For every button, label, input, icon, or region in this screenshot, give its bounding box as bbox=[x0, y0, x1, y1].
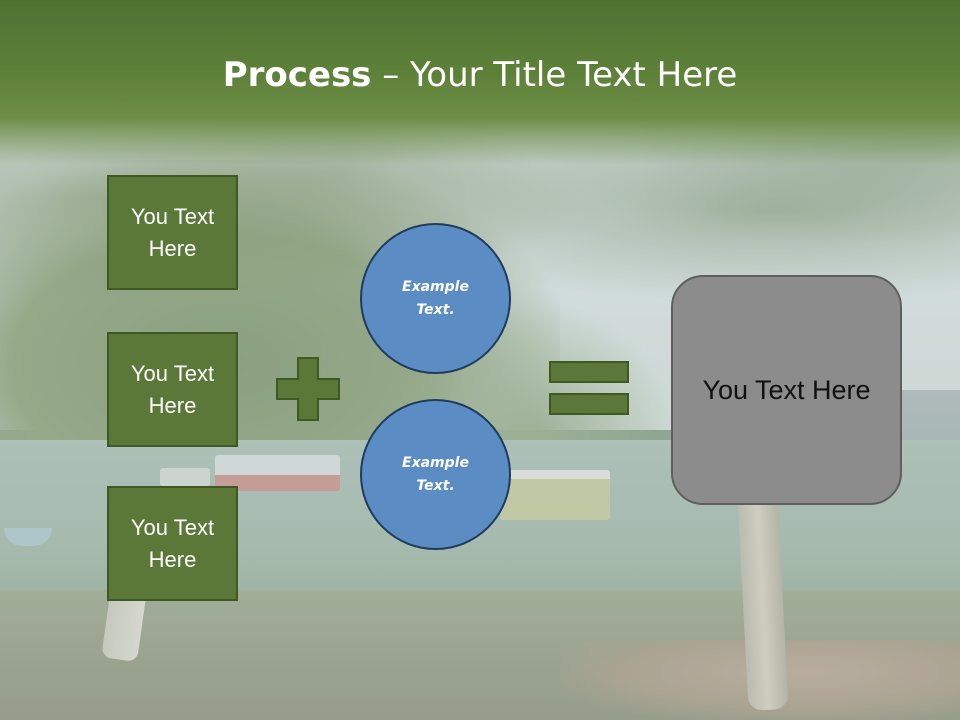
boat bbox=[160, 468, 210, 486]
title-band bbox=[0, 0, 960, 165]
text-box-3[interactable]: You Text Here bbox=[107, 486, 238, 601]
equals-icon[interactable] bbox=[549, 361, 629, 415]
title-rest-part: – Your Title Text Here bbox=[371, 55, 738, 95]
example-circle-2[interactable]: Example Text. bbox=[360, 399, 511, 550]
boat bbox=[4, 528, 52, 546]
text-box-1[interactable]: You Text Here bbox=[107, 175, 238, 290]
text-box-2[interactable]: You Text Here bbox=[107, 332, 238, 447]
boat bbox=[500, 470, 610, 520]
boat bbox=[215, 455, 340, 491]
slide-title[interactable]: Process – Your Title Text Here bbox=[0, 52, 960, 98]
title-bold-part: Process bbox=[222, 55, 372, 95]
example-circle-1[interactable]: Example Text. bbox=[360, 223, 511, 374]
plus-icon[interactable] bbox=[276, 357, 340, 421]
result-box[interactable]: You Text Here bbox=[671, 275, 902, 505]
